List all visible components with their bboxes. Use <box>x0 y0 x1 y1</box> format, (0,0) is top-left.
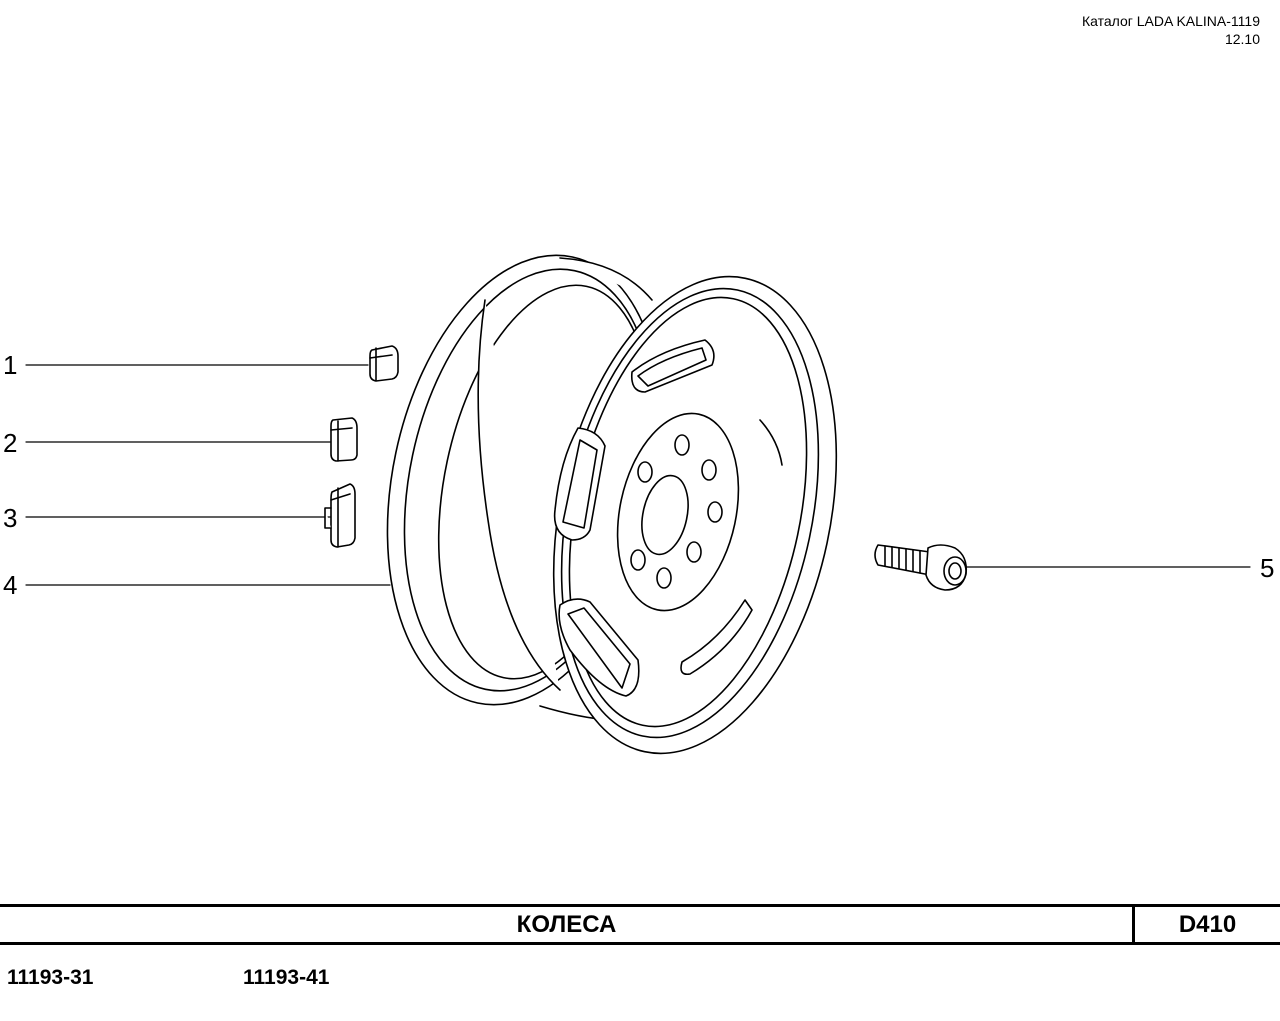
callout-4: 4 <box>3 570 18 600</box>
callout-2: 2 <box>3 428 18 458</box>
balance-weight-1-icon <box>369 345 399 382</box>
leader-lines <box>25 364 1251 586</box>
title-band: КОЛЕСА D410 <box>0 904 1280 945</box>
callout-3: 3 <box>3 503 18 533</box>
wheel-bolt-icon <box>874 544 968 591</box>
catalog-header: Каталог LADA KALINA-1119 12.10 <box>1082 12 1260 48</box>
balance-weight-2-icon <box>330 417 358 462</box>
model-code-2: 11193-41 <box>243 966 330 989</box>
section-code: D410 <box>1178 911 1237 938</box>
section-title: КОЛЕСА <box>516 911 617 938</box>
model-code-1: 11193-31 <box>7 966 94 989</box>
callout-5: 5 <box>1260 553 1275 583</box>
wheel-parts-drawing <box>25 254 1251 755</box>
wheel-rim-icon <box>386 254 838 755</box>
balance-weight-3-icon <box>324 483 356 548</box>
catalog-date: 12.10 <box>1224 31 1260 47</box>
band-separator <box>1132 907 1135 942</box>
catalog-title: Каталог LADA KALINA-1119 <box>1081 13 1260 29</box>
callout-1: 1 <box>3 350 18 380</box>
